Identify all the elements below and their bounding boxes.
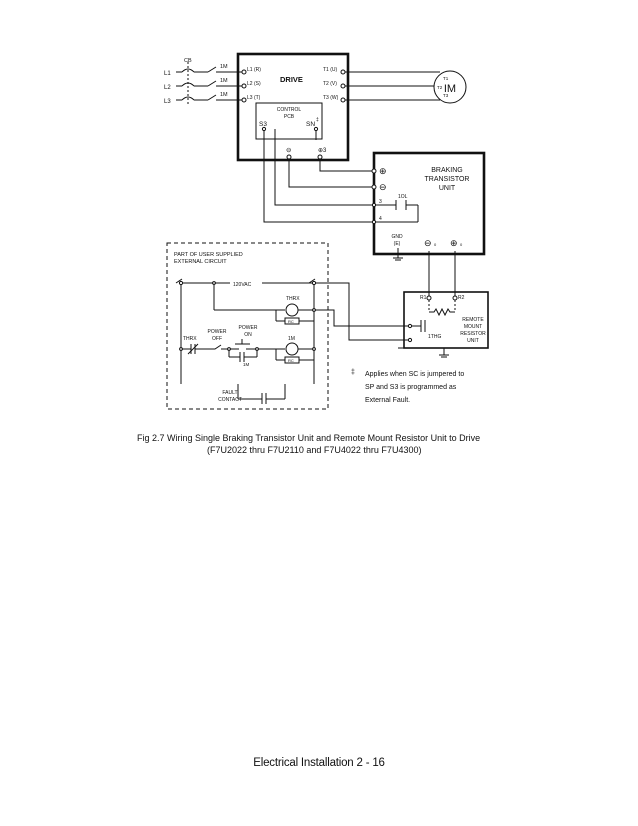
external-title-1: PART OF USER SUPPLIED [174, 252, 243, 258]
braking-minus-terminal: ⊖ [379, 182, 387, 192]
note-line-1: Applies when SC is jumpered to [365, 371, 464, 378]
resistor-terminal-r1: R1 [420, 295, 427, 301]
braking-gnd: GND [391, 234, 403, 240]
resistor-thermal-contact: 1THG [428, 334, 441, 340]
drive-output-t2: T2 (V) [323, 81, 337, 87]
contact-1m-l3: 1M [220, 92, 228, 98]
braking-contact-1ol: 1OL [398, 194, 408, 200]
note-line-3: External Fault. [365, 397, 410, 404]
control-pcb-box [255, 102, 323, 140]
induction-motor [433, 70, 467, 104]
external-circuit-box [166, 242, 329, 410]
braking-bottom-plus: ⊕ [450, 238, 458, 248]
caption-line-1: Fig 2.7 Wiring Single Braking Transistor… [137, 433, 481, 443]
braking-terminal-4: 4 [379, 216, 382, 222]
page-footer: Electrical Installation 2 - 16 [253, 757, 385, 769]
drive-box [236, 52, 350, 162]
external-title-2: EXTERNAL CIRCUIT [174, 259, 227, 265]
resistor-title-1: REMOTE [462, 317, 484, 323]
drive-output-t3: T3 (W) [323, 95, 339, 101]
fault-label-2: CONTACT [218, 397, 242, 403]
braking-resistor-wires [398, 251, 456, 358]
drive-title: DRIVE [280, 75, 303, 84]
line-label-l3: L3 [164, 99, 171, 105]
motor-terminal-t2: T2 [437, 85, 443, 90]
input-lines [176, 62, 247, 104]
drive-plus3-terminal: ⊕3 [318, 148, 327, 154]
thrx-coil-label: THRX [286, 296, 300, 302]
cb-label: CB [184, 58, 192, 64]
resistor-title-3: RESISTOR [460, 331, 486, 337]
note-symbol: ‡ [351, 369, 355, 376]
caption-line-2: (F7U2022 thru F7U2110 and F7U4022 thru F… [207, 445, 422, 455]
terminal-sn: SN [306, 121, 315, 128]
power-off-label-1: POWER [208, 329, 227, 335]
contact-1m-l1: 1M [220, 64, 228, 70]
braking-bottom-minus: ⊖ [424, 238, 432, 248]
braking-plus-terminal: ⊕ [379, 166, 387, 176]
contact-1m-l2: 1M [220, 78, 228, 84]
drive-minus-terminal: ⊖ [286, 147, 292, 154]
re-top-label: RC [288, 319, 294, 324]
terminal-s3: S3 [259, 121, 267, 128]
braking-bottom-minus-sub: 0 [434, 242, 437, 247]
resistor-unit-box [403, 291, 489, 349]
drive-input-l3: L3 (T) [247, 95, 261, 101]
drive-braking-wires [263, 129, 372, 223]
resistor-terminal-r2: R2 [458, 295, 465, 301]
braking-gnd-e: (E) [394, 241, 401, 247]
braking-title-1: BRAKING [431, 167, 463, 174]
thrx-contact-label: THRX [183, 336, 197, 342]
figure-caption: Fig 2.7 Wiring Single Braking Transistor… [137, 432, 557, 456]
motor-label: IM [444, 83, 456, 95]
motor-leads [345, 71, 440, 101]
braking-title-2: TRANSISTOR [425, 176, 470, 183]
coil-1m-label: 1M [288, 336, 295, 342]
control-pcb-line2: PCB [284, 114, 295, 120]
power-on-label-2: ON [244, 332, 252, 338]
fault-label-1: FAULT [222, 390, 237, 396]
note-line-2: SP and S3 is programmed as [365, 384, 457, 391]
drive-output-t1: T1 (U) [323, 67, 338, 73]
drive-input-l2: L2 (S) [247, 81, 261, 87]
wiring-diagram: L1 L2 L3 CB 1M 1M 1M DRIVE L1 (R) L2 (S)… [164, 52, 489, 410]
line-label-l1: L1 [164, 71, 171, 77]
power-on-label-1: POWER [239, 325, 258, 331]
braking-title-3: UNIT [439, 185, 456, 192]
resistor-title-2: MOUNT [464, 324, 482, 330]
motor-terminal-t3: T3 [443, 93, 449, 98]
braking-terminal-3: 3 [379, 199, 382, 205]
line-label-l2: L2 [164, 85, 171, 91]
motor-terminal-t1: T1 [443, 76, 449, 81]
external-120vac: 120VAC [233, 282, 252, 288]
power-off-label-2: OFF [212, 336, 222, 342]
drive-input-l1: L1 (R) [247, 67, 261, 73]
control-pcb-line1: CONTROL [277, 107, 302, 113]
aux-1m-label: 1M [243, 362, 250, 367]
resistor-title-4: UNIT [467, 338, 479, 344]
braking-bottom-plus-sub: 0 [460, 242, 463, 247]
terminal-sn-mark: ‡ [316, 117, 319, 123]
re-bottom-label: RC [288, 358, 294, 363]
braking-internal-contact [376, 200, 419, 261]
